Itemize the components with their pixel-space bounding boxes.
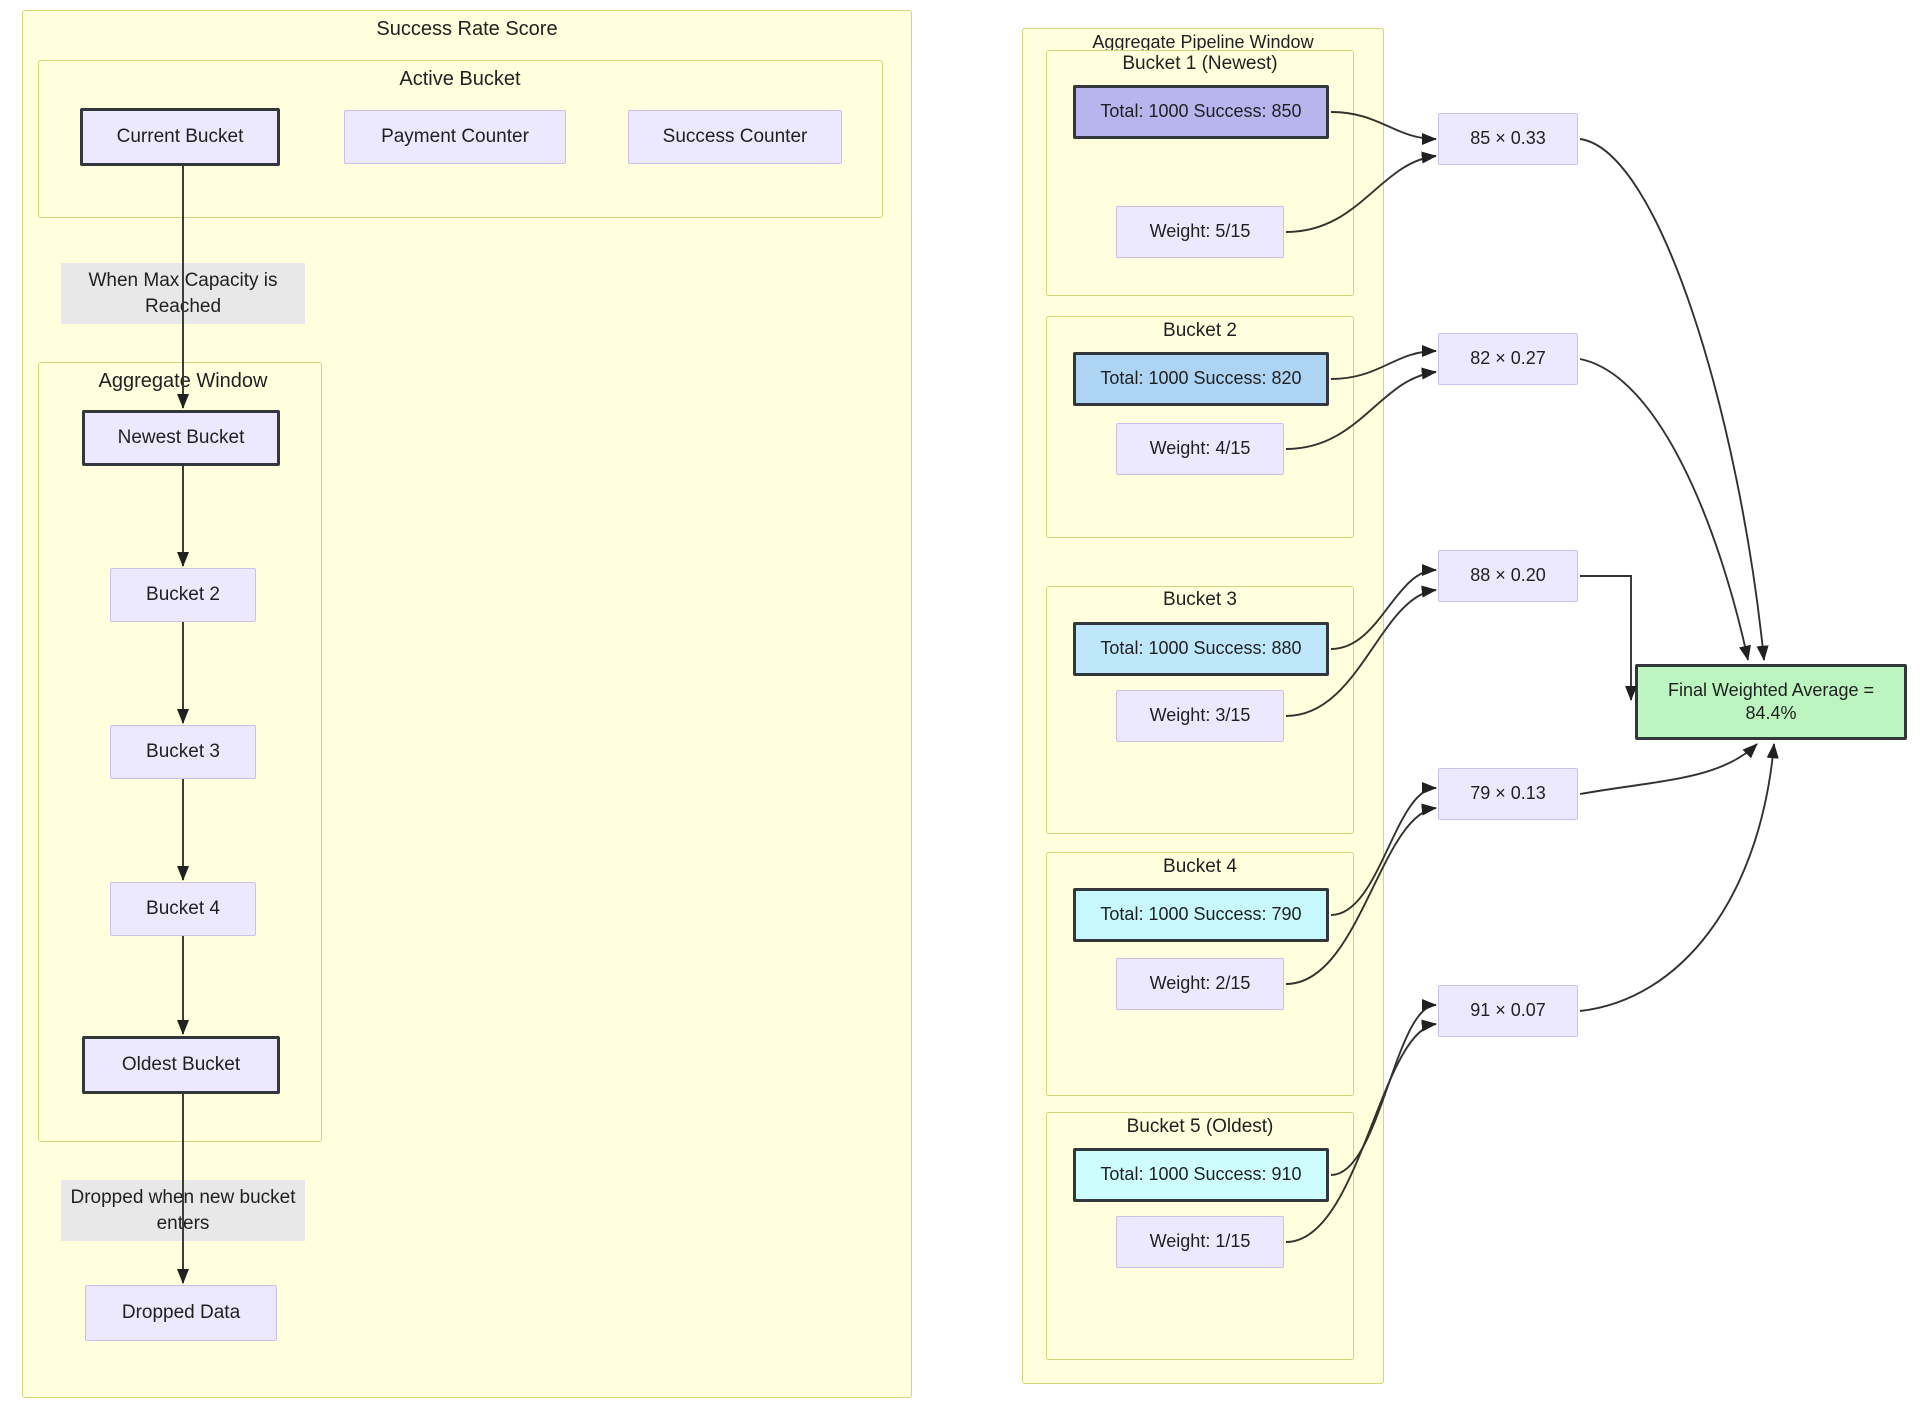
node-bucket-3[interactable]: Bucket 3	[110, 725, 256, 779]
edge-product5-to-final	[1579, 743, 1779, 1012]
cluster-title-aggregate-pipeline-window: Aggregate Pipeline Window	[1092, 32, 1314, 52]
node-product-3[interactable]: 88 × 0.20	[1438, 550, 1578, 602]
node-oldest-bucket[interactable]: Oldest Bucket	[82, 1036, 280, 1094]
node-bucket-1-stats[interactable]: Total: 1000 Success: 850	[1073, 85, 1329, 139]
edge-product4-to-final	[1579, 743, 1758, 795]
cluster-title-aggregate-window: Aggregate Window	[98, 370, 268, 392]
edge-product1-to-final	[1579, 138, 1769, 661]
edge-label-dropped-when-new-bucket-enters: Dropped when new bucket enters	[61, 1180, 305, 1242]
node-bucket-4-weight[interactable]: Weight: 2/15	[1116, 958, 1284, 1010]
node-product-5[interactable]: 91 × 0.07	[1438, 985, 1578, 1037]
node-product-1[interactable]: 85 × 0.33	[1438, 113, 1578, 165]
node-current-bucket[interactable]: Current Bucket	[80, 108, 280, 166]
node-bucket-4[interactable]: Bucket 4	[110, 882, 256, 936]
node-bucket-2[interactable]: Bucket 2	[110, 568, 256, 622]
node-bucket-5-weight[interactable]: Weight: 1/15	[1116, 1216, 1284, 1268]
cluster-title-bucket-2: Bucket 2	[1163, 320, 1237, 341]
node-success-counter[interactable]: Success Counter	[628, 110, 842, 164]
cluster-title-bucket-5: Bucket 5 (Oldest)	[1126, 1116, 1274, 1137]
cluster-title-success-rate-score: Success Rate Score	[376, 18, 558, 40]
edge-product3-to-final	[1580, 575, 1638, 701]
node-bucket-3-weight[interactable]: Weight: 3/15	[1116, 690, 1284, 742]
node-product-2[interactable]: 82 × 0.27	[1438, 333, 1578, 385]
node-dropped-data[interactable]: Dropped Data	[85, 1285, 277, 1341]
cluster-title-bucket-3: Bucket 3	[1163, 589, 1237, 610]
node-payment-counter[interactable]: Payment Counter	[344, 110, 566, 164]
node-bucket-2-stats[interactable]: Total: 1000 Success: 820	[1073, 352, 1329, 406]
cluster-title-bucket-4: Bucket 4	[1163, 856, 1237, 877]
node-bucket-5-stats[interactable]: Total: 1000 Success: 910	[1073, 1148, 1329, 1202]
node-bucket-4-stats[interactable]: Total: 1000 Success: 790	[1073, 888, 1329, 942]
node-bucket-3-stats[interactable]: Total: 1000 Success: 880	[1073, 622, 1329, 676]
node-bucket-2-weight[interactable]: Weight: 4/15	[1116, 423, 1284, 475]
edge-product2-to-final	[1579, 358, 1751, 661]
node-final-weighted-average[interactable]: Final Weighted Average = 84.4%	[1635, 664, 1907, 740]
node-product-4[interactable]: 79 × 0.13	[1438, 768, 1578, 820]
node-bucket-1-weight[interactable]: Weight: 5/15	[1116, 206, 1284, 258]
edge-label-max-capacity: When Max Capacity is Reached	[61, 263, 305, 325]
cluster-title-active-bucket: Active Bucket	[399, 68, 521, 90]
cluster-title-bucket-1: Bucket 1 (Newest)	[1122, 53, 1278, 74]
node-newest-bucket[interactable]: Newest Bucket	[82, 410, 280, 466]
